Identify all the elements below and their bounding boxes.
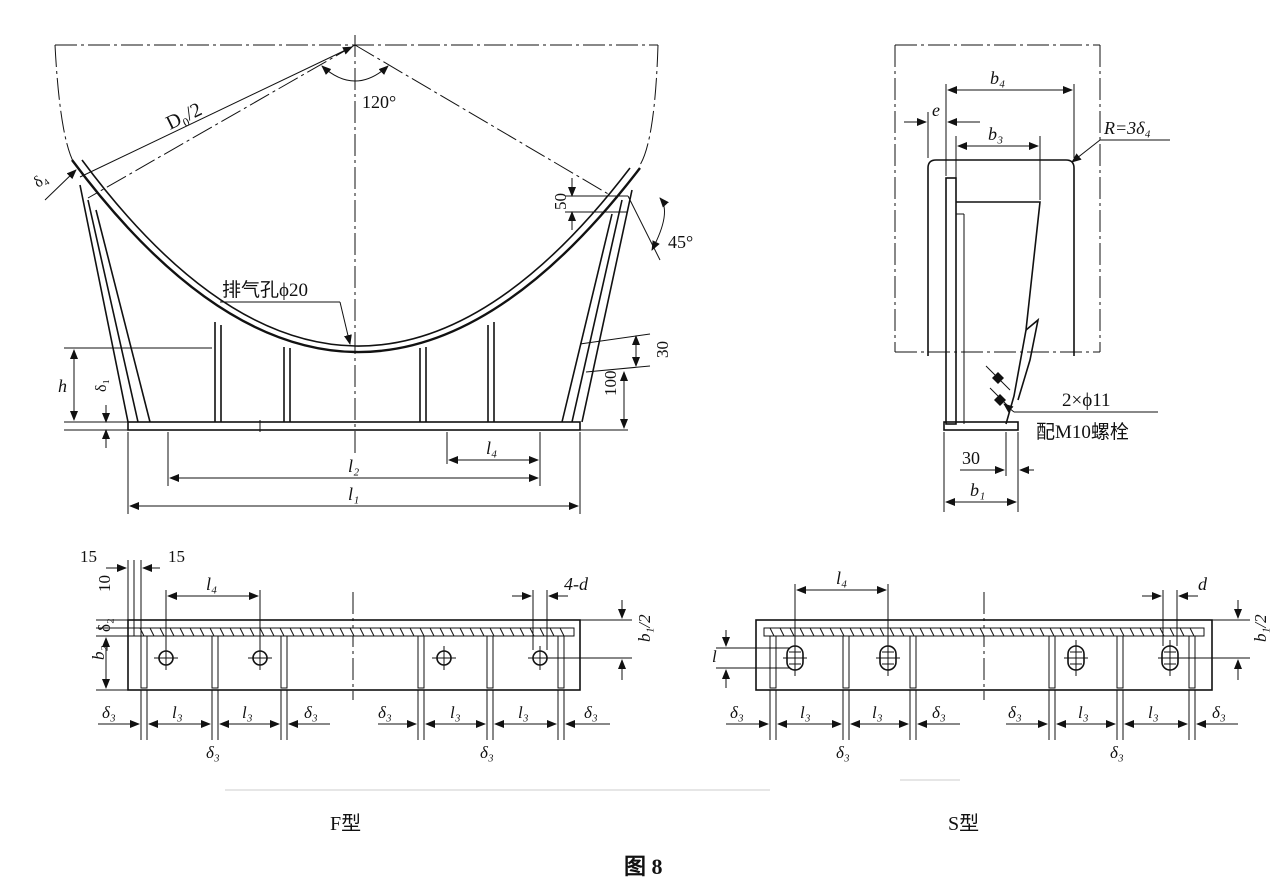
dim-l3-f-3: l₃ [450, 703, 461, 722]
dim-l1: l₁ [348, 484, 359, 504]
dim-d: d [1198, 574, 1208, 594]
vent-hole-label: 排气孔ϕ20 [222, 279, 308, 301]
dim-delta3-s-2: δ₃ [932, 703, 946, 722]
plan-s: l₄ d l b₁/2 [712, 568, 1270, 762]
dim-delta3-s-3: δ₃ [1008, 703, 1022, 722]
dim-delta3-f-4: δ₃ [584, 703, 598, 722]
dim-delta3-f-6: δ₃ [480, 743, 494, 762]
dim-l3-s-1: l₃ [800, 703, 811, 722]
web-left-outer [79, 184, 129, 423]
dim-delta3-s-4: δ₃ [1212, 703, 1226, 722]
dim-10: 10 [95, 575, 114, 592]
dim-delta3-s-6: δ₃ [1110, 743, 1124, 762]
radial-line-left [87, 44, 356, 199]
dim-l4-plan-s: l₄ [836, 568, 847, 588]
plan-s-ribs [769, 635, 1196, 689]
plan-s-outline [755, 619, 1213, 691]
dim-15a: 15 [80, 547, 97, 566]
shell-thickness-label: δ₄ [31, 170, 52, 192]
dim-l4-plan-f: l₄ [206, 574, 217, 594]
dim-b3: b₃ [988, 124, 1003, 144]
dim-delta3-f-3: δ₃ [378, 703, 392, 722]
dim-100: 100 [601, 371, 620, 397]
base-plate-side [943, 421, 1019, 431]
dim-h: h [58, 376, 67, 396]
web-right-outer [581, 189, 633, 423]
faint-marks [225, 779, 960, 791]
type-f-label: F型 [330, 812, 361, 835]
plan-s-bottom-dims [726, 690, 1238, 740]
dim-delta3-f-5: δ₃ [206, 743, 220, 762]
shell-outer-circle [54, 44, 76, 166]
web-right-mid [571, 199, 623, 423]
dim-l3-f-1: l₃ [172, 703, 183, 722]
dim-b1-half-f: b₁/2 [635, 614, 654, 642]
plan-f-top-strip [133, 627, 575, 637]
angle-45: 45° [668, 232, 693, 252]
type-s-label: S型 [948, 812, 979, 835]
dim-l4-front: l₄ [486, 438, 497, 458]
figure-caption: 图 8 [624, 854, 663, 879]
plan-f-outline [127, 619, 581, 691]
radial-line-right [354, 44, 611, 196]
dim-delta2: δ₂ [95, 618, 114, 632]
plan-f-holes [154, 646, 552, 670]
dim-50: 50 [551, 193, 570, 210]
hole-note: 2×ϕ11 [1062, 390, 1111, 411]
dim-e: e [932, 100, 940, 120]
front-view: 120° D₀/2 排气孔ϕ20 δ₄ [31, 35, 693, 514]
dim-b4: b₄ [990, 68, 1005, 88]
bolt-marks [985, 365, 1011, 409]
dim-l-slot: l [712, 647, 717, 666]
dim-l3-f-4: l₃ [518, 703, 529, 722]
saddle-shell-outer [71, 159, 641, 354]
dim-l3-s-4: l₃ [1148, 703, 1159, 722]
dim-30-side: 30 [962, 448, 980, 468]
side-view: b₄ e b₃ R=3δ₄ 2×ϕ11 配M10螺栓 30 [894, 44, 1170, 512]
dim-l2: l₂ [348, 456, 359, 476]
plan-s-top-strip [763, 627, 1205, 637]
dim-delta1: δ₁ [93, 379, 110, 392]
plan-f: 15 15 10 δ₂ b₂ l₄ 4-d b₁/2 [80, 547, 654, 762]
plan-f-bottom-dims [98, 690, 610, 740]
dim-l3-s-3: l₃ [1078, 703, 1089, 722]
bolt-note: 配M10螺栓 [1036, 421, 1129, 443]
dim-b2: b₂ [89, 646, 108, 661]
dim-b1-half-s: b₁/2 [1251, 614, 1270, 642]
dim-l3-f-2: l₃ [242, 703, 253, 722]
shell-plate-side [927, 159, 1075, 356]
angle-label: 120° [362, 92, 396, 112]
base-plate [127, 421, 581, 431]
web-right-inner [561, 213, 613, 423]
dim-15b: 15 [168, 547, 185, 566]
dim-b1: b₁ [970, 480, 985, 500]
dim-delta3-s-1: δ₃ [730, 703, 744, 722]
angle-arc [321, 65, 389, 82]
dim-30-front: 30 [653, 341, 672, 358]
dim-delta3-f-2: δ₃ [304, 703, 318, 722]
web-left-inner [95, 209, 151, 423]
radius-note: R=3δ₄ [1103, 118, 1151, 138]
web-plate-side [945, 177, 957, 425]
web-left-mid [87, 199, 139, 423]
plan-s-slots [783, 640, 1182, 676]
radius-dim-line [79, 46, 353, 178]
dim-delta3-s-5: δ₃ [836, 743, 850, 762]
radius-label: D₀/2 [163, 99, 206, 135]
ribs [214, 322, 495, 422]
dim-4d: 4-d [564, 574, 589, 594]
dim-l3-s-2: l₃ [872, 703, 883, 722]
dim-delta3-f-1: δ₃ [102, 703, 116, 722]
saddle-shell-inner [81, 159, 631, 347]
plan-f-ribs [140, 635, 565, 689]
